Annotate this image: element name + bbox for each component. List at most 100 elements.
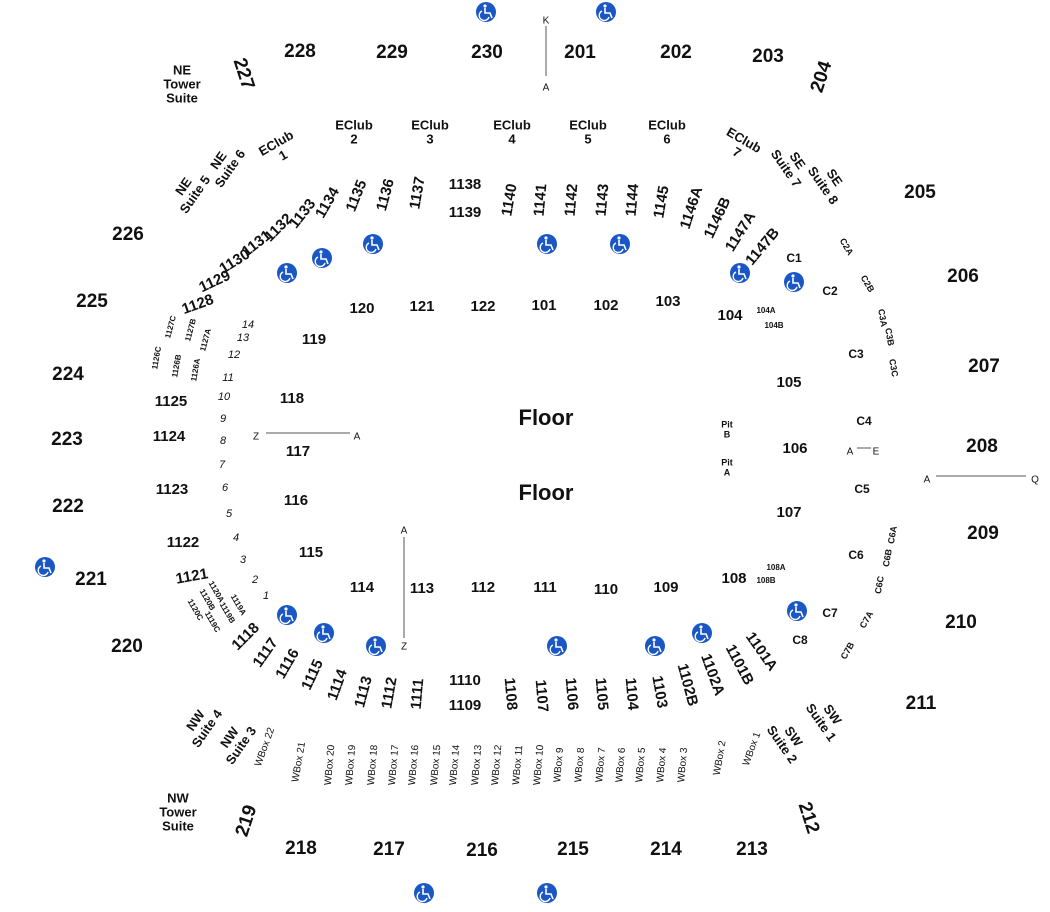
section-212[interactable]: 212 bbox=[794, 800, 824, 837]
axis-marker-z-2[interactable]: Z bbox=[253, 432, 259, 443]
section-1126B[interactable]: 1126B bbox=[170, 354, 183, 379]
section-1119C[interactable]: 1119C bbox=[203, 610, 222, 634]
axis-marker-a-6[interactable]: A bbox=[847, 447, 854, 458]
section-1121[interactable]: 1121 bbox=[174, 565, 209, 587]
section-1105[interactable]: 1105 bbox=[592, 677, 612, 711]
section-1127C[interactable]: 1127C bbox=[163, 314, 178, 339]
section-1113[interactable]: 1113 bbox=[351, 674, 376, 709]
section-1129[interactable]: 1129 bbox=[196, 267, 233, 296]
wbox-19[interactable]: WBox 19 bbox=[344, 744, 359, 786]
section-217[interactable]: 217 bbox=[373, 839, 405, 860]
axis-marker-a-1[interactable]: A bbox=[543, 83, 550, 94]
wbox-12[interactable]: WBox 12 bbox=[490, 744, 505, 786]
section-c7b[interactable]: C7B bbox=[839, 640, 857, 661]
section-222[interactable]: 222 bbox=[52, 496, 84, 517]
section-122[interactable]: 122 bbox=[470, 298, 495, 315]
section-c6c[interactable]: C6C bbox=[873, 575, 886, 595]
section-1127B[interactable]: 1127B bbox=[183, 317, 198, 342]
section-c3[interactable]: C3 bbox=[848, 347, 864, 361]
section-109[interactable]: 109 bbox=[653, 579, 678, 596]
section-1114[interactable]: 1114 bbox=[324, 666, 351, 702]
section-220[interactable]: 220 bbox=[111, 636, 143, 657]
suite-4[interactable]: SESuite 8 bbox=[805, 156, 853, 208]
section-201[interactable]: 201 bbox=[564, 42, 596, 63]
section-214[interactable]: 214 bbox=[650, 839, 682, 860]
section-105[interactable]: 105 bbox=[776, 374, 801, 391]
wbox-11[interactable]: WBox 11 bbox=[511, 744, 525, 785]
section-1135[interactable]: 1135 bbox=[343, 178, 371, 215]
section-1144[interactable]: 1144 bbox=[623, 182, 643, 217]
section-218[interactable]: 218 bbox=[285, 838, 317, 859]
section-1115[interactable]: 1115 bbox=[298, 657, 327, 693]
section-1104[interactable]: 1104 bbox=[622, 677, 642, 712]
section-120[interactable]: 120 bbox=[349, 300, 374, 317]
wbox-16[interactable]: WBox 16 bbox=[407, 744, 422, 786]
row-12[interactable]: 12 bbox=[228, 349, 240, 361]
section-c6b[interactable]: C6B bbox=[881, 548, 894, 568]
wbox-15[interactable]: WBox 15 bbox=[429, 744, 444, 786]
eclub-7[interactable]: EClub7 bbox=[717, 124, 764, 168]
section-108[interactable]: 108 bbox=[721, 570, 746, 587]
eclub-1[interactable]: EClub1 bbox=[256, 127, 303, 171]
section-225[interactable]: 225 bbox=[76, 291, 108, 312]
section-c5[interactable]: C5 bbox=[854, 482, 870, 496]
section-204[interactable]: 204 bbox=[807, 58, 837, 95]
wbox-2[interactable]: WBox 2 bbox=[712, 739, 729, 776]
section-116[interactable]: 116 bbox=[284, 492, 308, 509]
section-1103[interactable]: 1103 bbox=[648, 674, 670, 709]
section-1124[interactable]: 1124 bbox=[153, 428, 186, 445]
section-1123[interactable]: 1123 bbox=[156, 481, 189, 498]
section-107[interactable]: 107 bbox=[776, 504, 801, 521]
suite-6[interactable]: SWSuite 2 bbox=[764, 715, 812, 767]
axis-marker-a-3[interactable]: A bbox=[354, 432, 361, 443]
section-c7[interactable]: C7 bbox=[822, 606, 838, 620]
section-c3a[interactable]: C3A bbox=[876, 308, 889, 328]
section-c6[interactable]: C6 bbox=[848, 548, 864, 562]
suite-3[interactable]: SESuite 7 bbox=[768, 139, 816, 191]
axis-marker-e-7[interactable]: E bbox=[873, 447, 880, 458]
section-104B[interactable]: 104B bbox=[764, 321, 783, 330]
section-c2b[interactable]: C2B bbox=[859, 273, 877, 294]
floor-label-top[interactable]: Floor bbox=[519, 405, 574, 430]
wbox-8[interactable]: WBox 8 bbox=[573, 747, 587, 783]
section-110[interactable]: 110 bbox=[594, 581, 618, 598]
section-1138[interactable]: 1138 bbox=[449, 176, 482, 193]
row-5[interactable]: 5 bbox=[226, 508, 233, 520]
section-202[interactable]: 202 bbox=[660, 42, 692, 63]
floor-label-bottom[interactable]: Floor bbox=[519, 480, 574, 505]
section-c7a[interactable]: C7A bbox=[858, 609, 876, 630]
section-210[interactable]: 210 bbox=[945, 612, 977, 633]
section-219[interactable]: 219 bbox=[232, 803, 262, 840]
section-114[interactable]: 114 bbox=[350, 579, 375, 596]
axis-marker-a-8[interactable]: A bbox=[924, 475, 931, 486]
section-1108[interactable]: 1108 bbox=[501, 677, 521, 711]
section-205[interactable]: 205 bbox=[904, 182, 936, 203]
section-1137[interactable]: 1137 bbox=[406, 175, 428, 210]
section-1107[interactable]: 1107 bbox=[532, 679, 552, 713]
suite-2[interactable]: NESuite 5 bbox=[165, 165, 213, 217]
section-1111[interactable]: 1111 bbox=[408, 678, 428, 710]
section-1141[interactable]: 1141 bbox=[531, 183, 551, 217]
section-209[interactable]: 209 bbox=[967, 523, 999, 544]
section-103[interactable]: 103 bbox=[655, 293, 680, 310]
axis-marker-z-5[interactable]: Z bbox=[401, 642, 407, 653]
section-113[interactable]: 113 bbox=[410, 580, 434, 597]
wbox-6[interactable]: WBox 6 bbox=[614, 747, 628, 783]
axis-marker-a-4[interactable]: A bbox=[401, 526, 408, 537]
section-c1[interactable]: C1 bbox=[786, 251, 802, 265]
section-1134[interactable]: 1134 bbox=[312, 184, 343, 221]
section-106[interactable]: 106 bbox=[782, 440, 807, 457]
section-c2[interactable]: C2 bbox=[822, 284, 838, 298]
section-102[interactable]: 102 bbox=[593, 297, 618, 314]
section-229[interactable]: 229 bbox=[376, 42, 408, 63]
section-1102A[interactable]: 1102A bbox=[697, 652, 728, 699]
section-c3b[interactable]: C3B bbox=[883, 327, 896, 347]
wbox-13[interactable]: WBox 13 bbox=[470, 744, 485, 786]
